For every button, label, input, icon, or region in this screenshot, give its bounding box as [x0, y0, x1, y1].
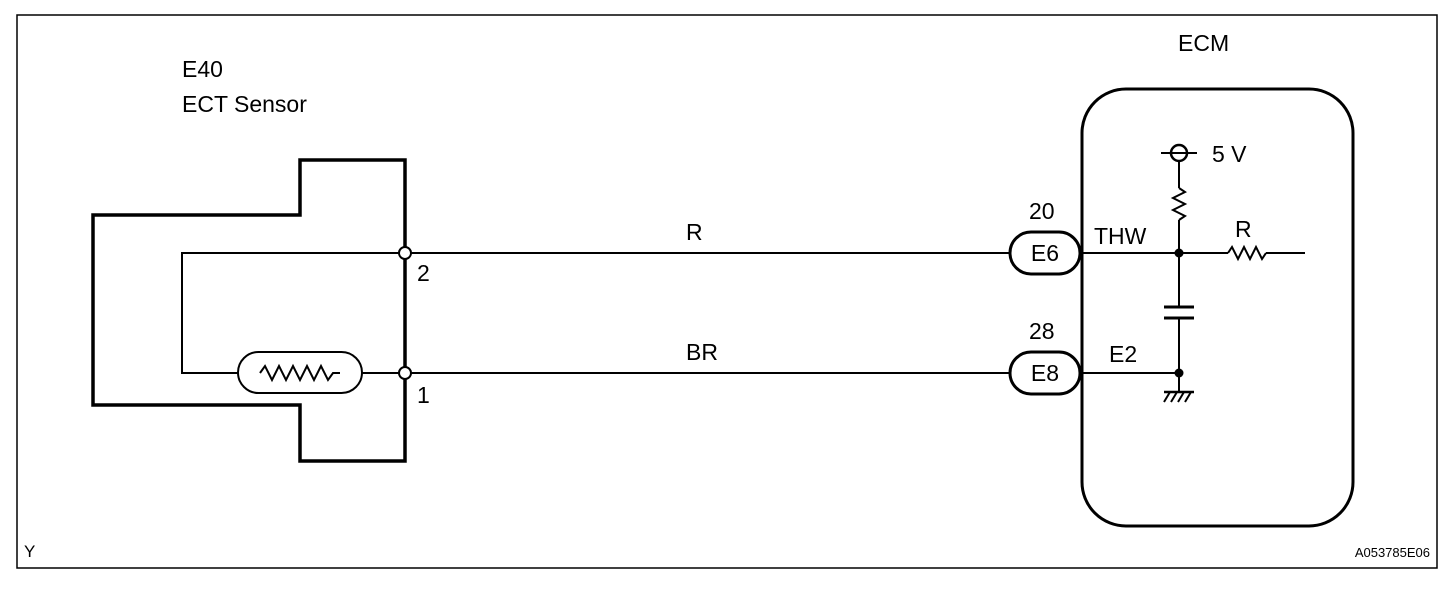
- figure-code: A053785E06: [1355, 545, 1430, 560]
- ground-icon: [1163, 390, 1194, 403]
- sensor-connector-id: E40: [182, 56, 223, 82]
- ecm-box: [1080, 87, 1355, 528]
- sensor-body: [91, 158, 407, 463]
- sensor-terminal-2: [398, 246, 412, 260]
- svg-text:E6: E6: [1031, 240, 1059, 266]
- wire-br-color-code: BR: [686, 339, 718, 365]
- e2-label: E2: [1109, 341, 1137, 367]
- e2-junction: [1174, 368, 1184, 378]
- thw-label: THW: [1094, 223, 1147, 249]
- ecm-pin-20-label: 20: [1029, 198, 1055, 224]
- sensor-internal-wire: [181, 252, 405, 374]
- ecm-title: ECM: [1178, 30, 1229, 56]
- diagram-frame: [16, 14, 1438, 569]
- corner-mark: Y: [24, 542, 35, 561]
- wire-r-color-code: R: [686, 219, 703, 245]
- ecm-connector-e8: E8: [1008, 350, 1082, 396]
- series-resistor: [1227, 244, 1267, 262]
- capacitor: [1164, 305, 1194, 320]
- sensor-pin-bottom-label: 1: [417, 382, 430, 408]
- pullup-resistor: [1170, 187, 1188, 221]
- sensor-terminal-1: [398, 366, 412, 380]
- supply-5v-icon: [1161, 143, 1197, 163]
- ecm-connector-e6: E6: [1008, 230, 1082, 276]
- series-resistor-label: R: [1235, 216, 1252, 242]
- sensor-pin-top-label: 2: [417, 260, 430, 286]
- thermistor: [237, 351, 363, 394]
- ecm-pin-28-label: 28: [1029, 318, 1055, 344]
- supply-voltage-label: 5 V: [1212, 141, 1247, 167]
- sensor-name: ECT Sensor: [182, 91, 307, 117]
- svg-text:E8: E8: [1031, 360, 1059, 386]
